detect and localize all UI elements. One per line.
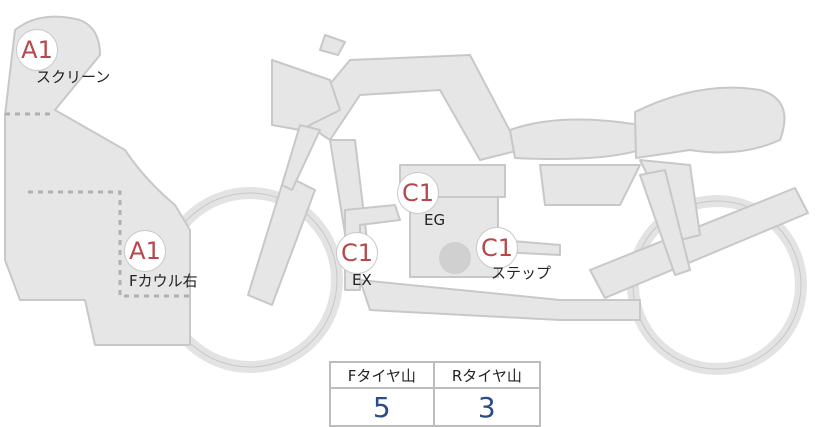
rear-cover (540, 165, 640, 205)
front-tire-header: Fタイヤ山 (330, 362, 434, 388)
seat (635, 88, 785, 158)
cowl-label: Fカウル右 (129, 270, 198, 291)
ex-label: EX (352, 271, 372, 289)
eg-grade-badge: C1 (397, 172, 439, 214)
eg-label: EG (424, 211, 445, 229)
front-tire-value: 5 (330, 388, 434, 426)
cowl-grade-badge: A1 (124, 230, 166, 272)
ex-grade-badge: C1 (336, 232, 378, 274)
screen-grade-badge: A1 (16, 29, 58, 71)
rear-tire-header: Rタイヤ山 (434, 362, 540, 388)
fuel-tank (510, 120, 640, 159)
step-label: ステップ (491, 262, 551, 283)
screen-label: スクリーン (36, 66, 110, 87)
tire-tread-table: Fタイヤ山 Rタイヤ山 5 3 (329, 361, 541, 427)
rear-tire-value: 3 (434, 388, 540, 426)
